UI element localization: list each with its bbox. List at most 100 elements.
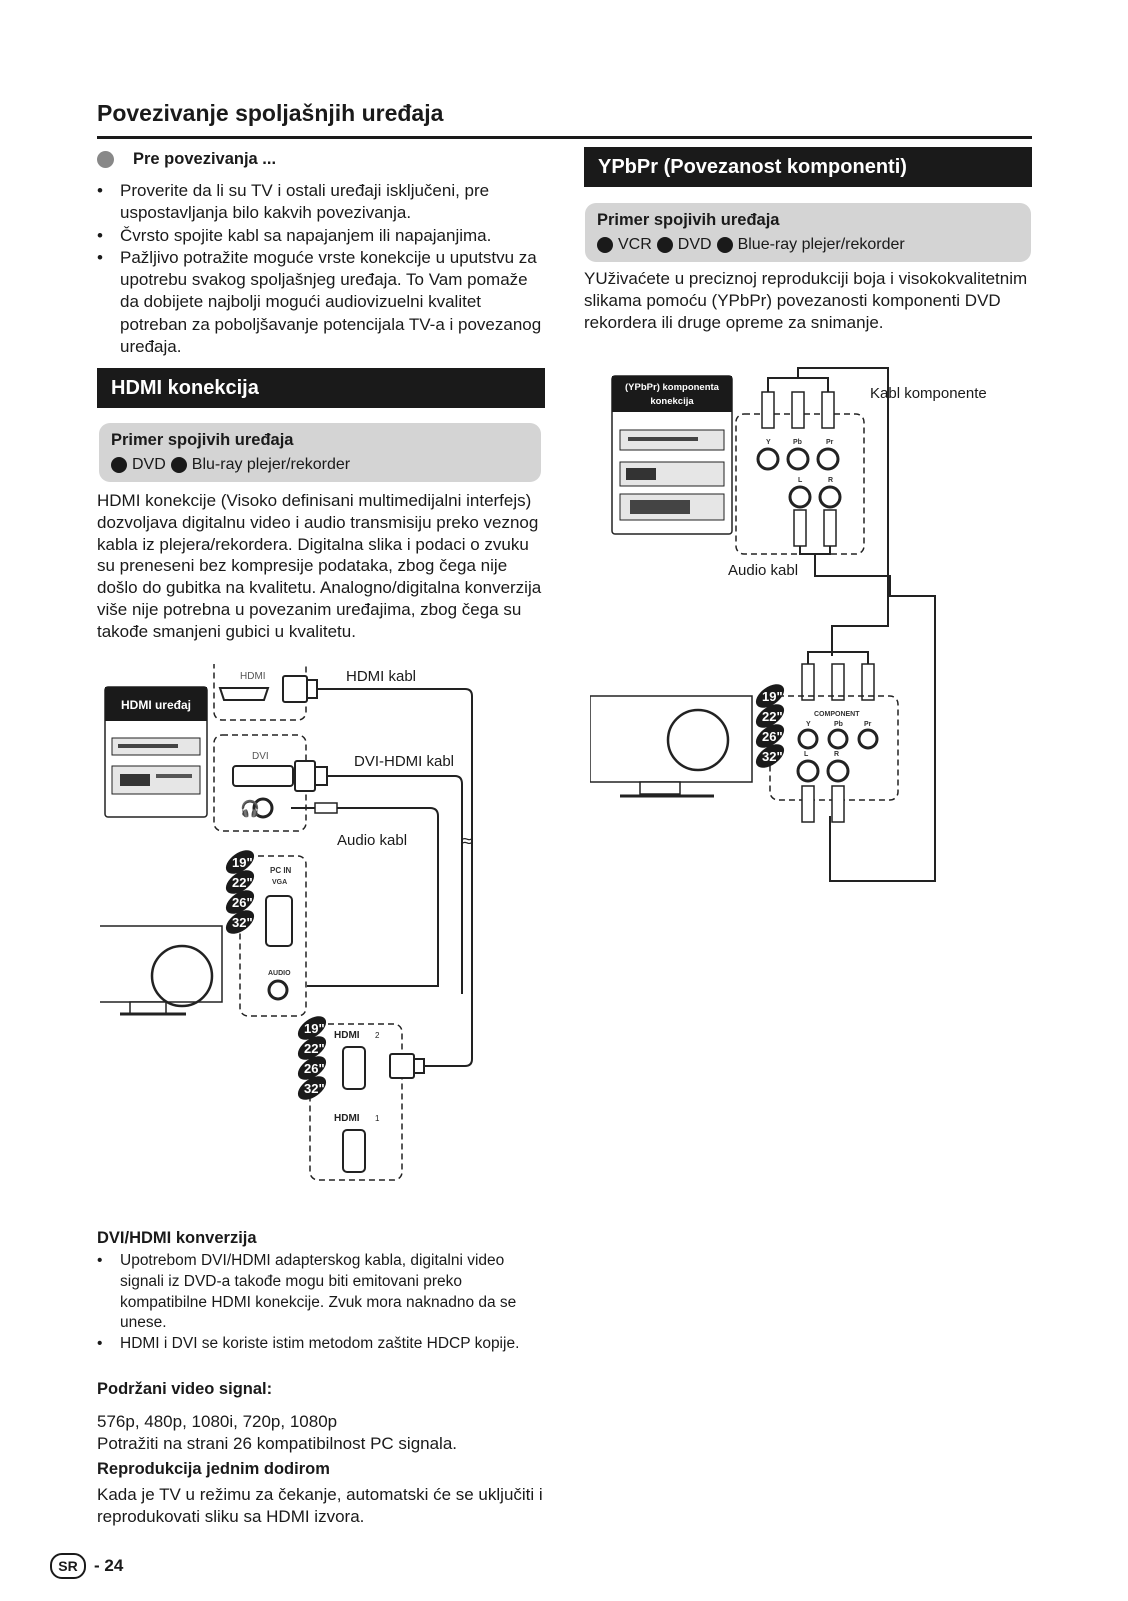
hdmi-description: HDMI konekcije (Visoko definisani multim…: [97, 491, 542, 641]
audio-cable-icon: [291, 802, 439, 987]
ypbpr-connection-diagram: (YPbPr) komponenta konekcija Y Pb Pr L R…: [590, 367, 987, 882]
component-plugs-top-icon: [761, 391, 835, 429]
page-title: Povezivanje spoljašnjih uređaja: [97, 100, 444, 126]
svg-text:Pb: Pb: [793, 439, 802, 446]
size-badges-component: 19" 22" 26" 32": [755, 684, 785, 768]
dvi-conversion-list: Upotrebom DVI/HDMI adapterskog kabla, di…: [97, 1251, 537, 1355]
svg-text:Pr: Pr: [826, 439, 834, 446]
hdmi-device-label: HDMI uređaj: [121, 698, 191, 712]
break-mark-icon: ≈: [462, 831, 472, 851]
ypbpr-description: YUživaćete u preciznoj reprodukciji boja…: [584, 269, 1028, 332]
component-device-label-bg: [612, 376, 732, 412]
component-cable-line: [767, 367, 889, 656]
tv-back-icon: [100, 925, 223, 1016]
hdmi-section-header: HDMI konekcija: [97, 368, 545, 408]
example-item: Blue-ray plejer/rekorder: [737, 236, 905, 253]
audio-plugs-top-icon: [793, 509, 837, 547]
svg-text:22": 22": [232, 875, 253, 890]
pc-signal-note: Potražiti na strani 26 kompatibilnost PC…: [97, 1434, 458, 1453]
svg-text:Pr: Pr: [864, 721, 872, 728]
hdmi-socket-icon: [218, 687, 270, 701]
vga-label: VGA: [272, 879, 287, 886]
size-badges-hdmi: 19" 22" 26" 32": [297, 1016, 327, 1100]
bullet-dot-icon: [656, 237, 673, 253]
list-item: Pažljivo potražite moguće vrste konekcij…: [97, 247, 547, 358]
hdmi-cable-label: HDMI kabl: [346, 668, 416, 685]
svg-text:Pb: Pb: [834, 721, 843, 728]
dvi-port-label: DVI: [252, 751, 269, 762]
tv-component-plugs-icon: [801, 663, 875, 701]
component-cable-label: Kabl komponente: [870, 385, 987, 402]
size-badges-pc: 19" 22" 26" 32": [225, 850, 255, 934]
dvi-socket-icon: [232, 765, 294, 787]
bullet-dot-icon: [97, 151, 114, 168]
list-item: HDMI i DVI se koriste istim metodom zašt…: [97, 1334, 537, 1355]
svg-text:Y: Y: [806, 721, 811, 728]
hdmi-device-label-bg: [105, 687, 207, 721]
language-badge: SR: [50, 1553, 86, 1579]
one-touch-heading: Reprodukcija jednim dodirom: [97, 1460, 330, 1478]
one-touch-text: Kada je TV u režimu za čekanje, automats…: [97, 1485, 543, 1526]
hdmi2-label: HDMI: [334, 1030, 360, 1041]
hdmi1-label: HDMI: [334, 1113, 360, 1124]
audio-out-socket-icon: [252, 797, 274, 819]
audio-cable-label: Audio kabl: [337, 832, 407, 849]
video-signal-list: 576p, 480p, 1080i, 720p, 1080p: [97, 1412, 338, 1431]
tv-back-icon: [590, 695, 753, 798]
ypbpr-section-title: YPbPr (Povezanost komponenti): [598, 155, 907, 178]
component-label: COMPONENT: [814, 711, 860, 718]
bullet-dot-icon: [111, 457, 127, 473]
list-item: Upotrebom DVI/HDMI adapterskog kabla, di…: [97, 1251, 537, 1334]
hdmi1-num: 1: [375, 1114, 380, 1123]
bullet-dot-icon: [170, 457, 187, 473]
dvd-player-icon: [111, 737, 201, 795]
dvi-cable-icon: [294, 760, 463, 994]
example-item: DVD: [677, 236, 712, 253]
svg-text:32": 32": [304, 1081, 325, 1096]
pc-in-label: PC IN: [270, 866, 292, 875]
component-device-label-2: konekcija: [650, 396, 694, 407]
tv-audio-plugs-icon: [801, 785, 845, 823]
svg-text:Y: Y: [766, 439, 771, 446]
hdmi-port-label: HDMI: [240, 671, 266, 682]
svg-text:L: L: [804, 751, 809, 758]
example-item: Blu-ray plejer/rekorder: [191, 456, 351, 473]
example-title: Primer spojivih uređaja: [597, 211, 780, 229]
video-signal-text: 576p, 480p, 1080i, 720p, 1080p Potražiti…: [97, 1411, 457, 1455]
component-device-label-1: (YPbPr) komponenta: [625, 382, 720, 393]
dvi-conversion-heading: DVI/HDMI konverzija: [97, 1229, 257, 1247]
vga-socket-icon: [265, 895, 293, 947]
hdmi-section-title: HDMI konekcija: [111, 376, 259, 399]
hdmi-cable-icon: [282, 675, 473, 1044]
hdmi1-socket-icon: [342, 1129, 366, 1173]
svg-text:22": 22": [762, 709, 783, 724]
example-item: VCR: [618, 236, 652, 253]
svg-text:26": 26": [304, 1061, 325, 1076]
list-item: Čvrsto spojite kabl sa napajanjem ili na…: [97, 225, 547, 248]
audio-in-label: AUDIO: [268, 970, 291, 977]
headphone-icon: 🎧: [240, 799, 260, 818]
bullet-dot-icon: [597, 237, 613, 253]
bullet-dot-icon: [716, 237, 733, 253]
svg-text:L: L: [798, 477, 803, 484]
dvi-cable-label: DVI-HDMI kabl: [354, 753, 454, 770]
svg-text:R: R: [834, 751, 839, 758]
hdmi2-socket-icon: [342, 1046, 366, 1090]
device-rca-jacks-icon: [756, 447, 842, 509]
svg-text:26": 26": [762, 729, 783, 744]
pre-connect-list: Proverite da li su TV i ostali uređaji i…: [97, 180, 547, 358]
pre-connect-heading: Pre povezivanja ...: [97, 150, 276, 169]
svg-text:32": 32": [232, 915, 253, 930]
hdmi-connection-diagram: HDMI uređaj HDMI DVI 🎧 HDMI kabl DVI-HDM…: [100, 664, 473, 1181]
example-title: Primer spojivih uređaja: [111, 431, 294, 449]
title-divider: [97, 136, 1032, 139]
svg-text:19": 19": [762, 689, 783, 704]
video-signal-heading: Podržani video signal:: [97, 1380, 273, 1398]
example-item: DVD: [132, 456, 166, 473]
ypbpr-section-header: YPbPr (Povezanost komponenti): [584, 147, 1032, 187]
pc-in-panel: [239, 855, 307, 1017]
tv-rca-jacks-icon: [796, 728, 879, 783]
audio-cable-line: [799, 546, 936, 882]
svg-text:R: R: [828, 477, 833, 484]
svg-text:19": 19": [232, 855, 253, 870]
